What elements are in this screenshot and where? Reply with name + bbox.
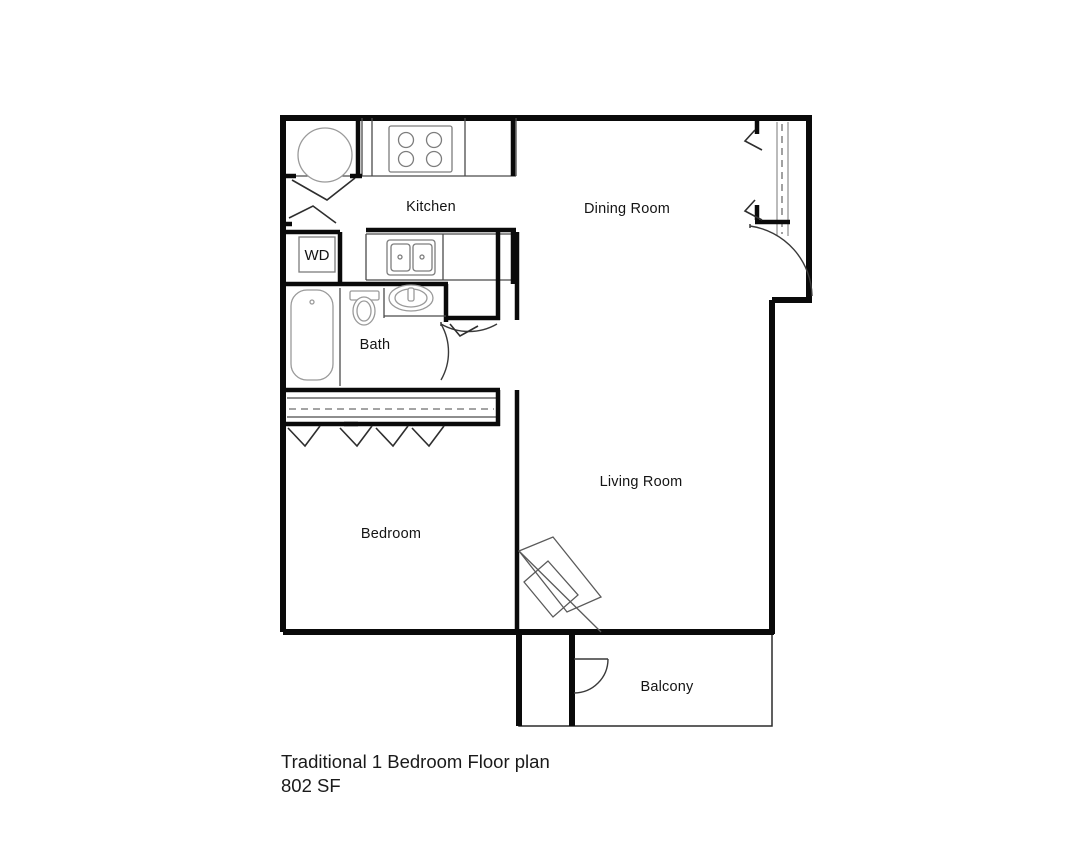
burner-4 <box>425 150 443 168</box>
entry-door-arc <box>749 225 813 297</box>
room-label-dining: Dining Room <box>584 201 670 217</box>
hall-closet-bifold <box>288 205 337 224</box>
exterior-walls <box>280 115 812 635</box>
living-sliding-door <box>517 536 603 633</box>
room-label-bath: Bath <box>360 337 391 353</box>
balcony-door-arc <box>573 658 609 694</box>
range-icon <box>388 125 453 173</box>
dining-bifold-lower <box>743 199 763 221</box>
closet-bifold-1 <box>287 425 321 448</box>
room-label-balcony: Balcony <box>641 679 695 695</box>
bathtub-icon <box>290 289 334 381</box>
closet-bifold-2 <box>339 425 373 448</box>
sliding-panel-inner <box>523 560 579 618</box>
bath-region <box>283 232 501 393</box>
hall-bifold-door <box>449 323 479 338</box>
kitchen-pantry-bifold <box>291 177 356 201</box>
balcony-region <box>516 629 774 727</box>
washer-dryer-closet: WD <box>283 205 337 273</box>
kitchen-region <box>283 118 517 284</box>
entry-door <box>749 224 813 297</box>
room-label-kitchen: Kitchen <box>406 199 456 215</box>
sink-drain-left <box>397 254 403 260</box>
plan-title: Traditional 1 Bedroom Floor plan <box>281 751 550 772</box>
burner-3 <box>397 150 415 168</box>
sliding-panel-outer <box>517 536 603 613</box>
washer-dryer-icon <box>298 236 336 273</box>
burner-2 <box>425 131 443 149</box>
room-label-living: Living Room <box>600 474 683 490</box>
wd-label: WD <box>305 247 330 264</box>
burner-1 <box>397 131 415 149</box>
room-label-bedroom: Bedroom <box>361 526 421 542</box>
bath-door-arc <box>440 323 450 381</box>
dining-bifold-upper <box>743 129 763 151</box>
toilet-seat <box>356 300 372 322</box>
plan-caption: Traditional 1 Bedroom Floor plan 802 SF <box>281 750 881 798</box>
dining-window <box>743 120 790 236</box>
plan-area: 802 SF <box>281 775 341 796</box>
sink-drain-right <box>419 254 425 260</box>
closet-bifold-4 <box>411 425 445 448</box>
refrigerator-icon <box>297 127 353 183</box>
bedroom-closet <box>283 390 501 448</box>
bathtub-drain <box>309 299 315 305</box>
vanity-faucet <box>407 287 415 302</box>
closet-bifold-3 <box>375 425 409 448</box>
balcony-door-swing <box>573 658 609 694</box>
sliding-track-line <box>518 550 602 633</box>
